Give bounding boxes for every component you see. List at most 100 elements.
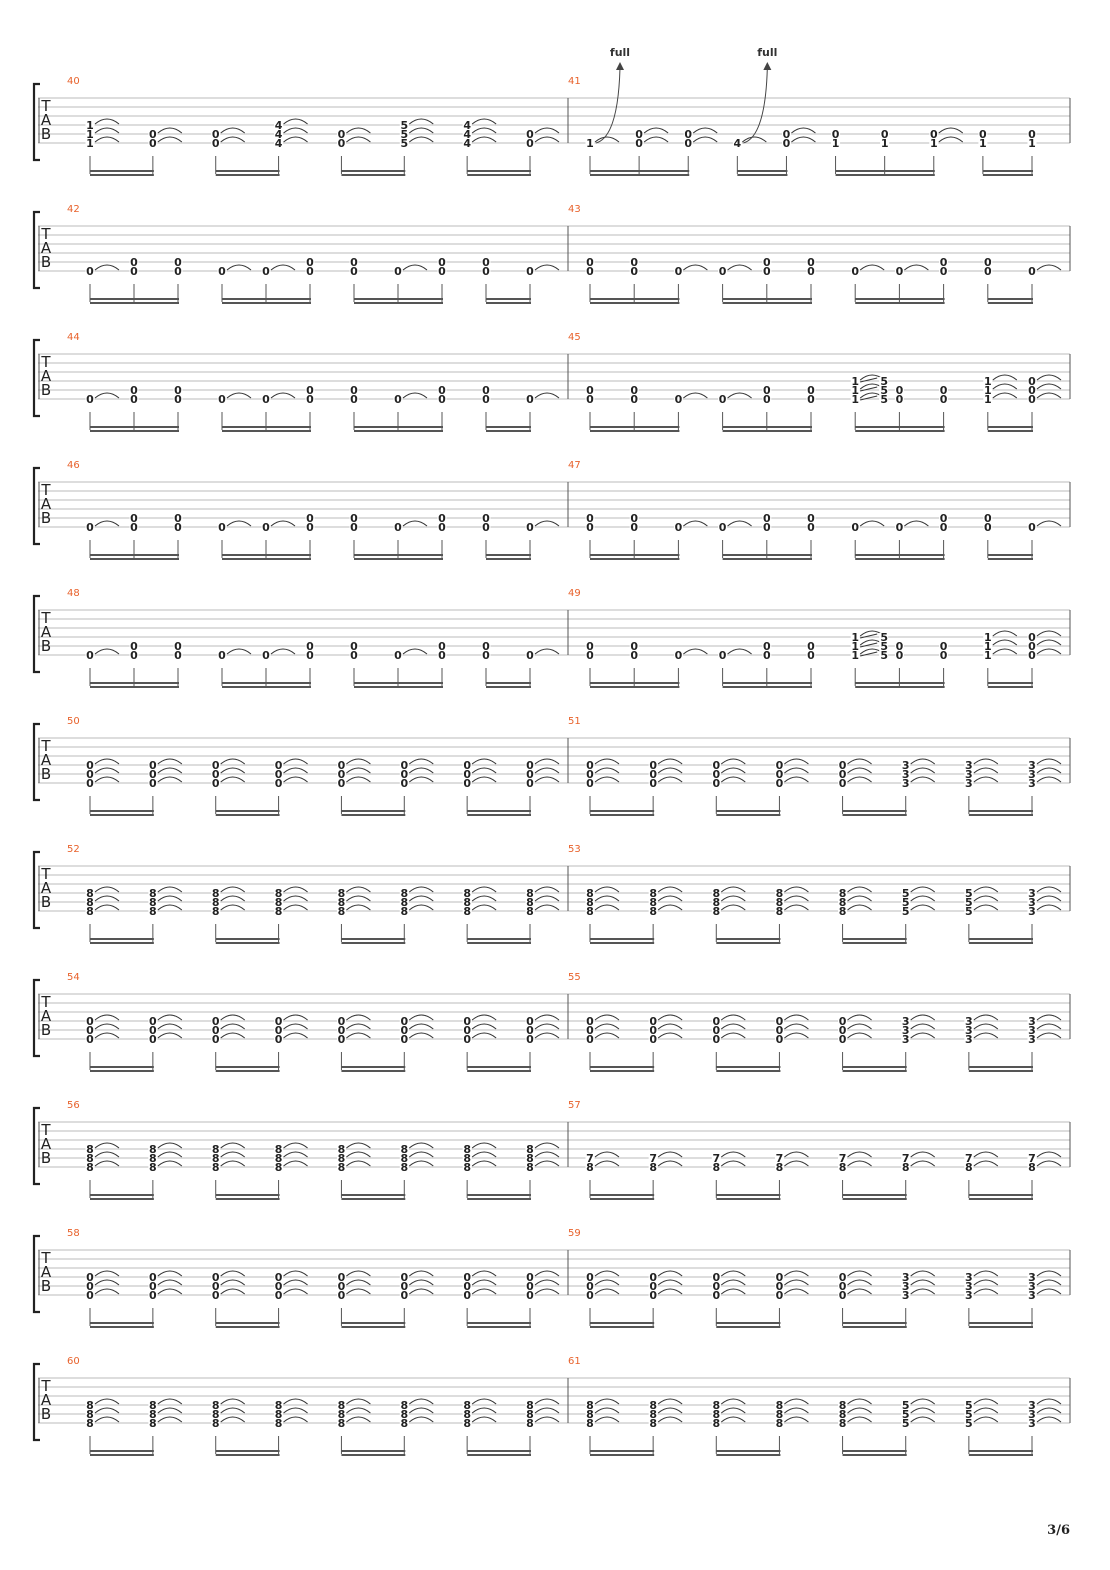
- fret-backdrop: [648, 898, 658, 907]
- fret-number: 0: [149, 768, 157, 781]
- fret-backdrop: [1027, 1419, 1037, 1428]
- fret-backdrop: [85, 1017, 95, 1026]
- beat: 888: [462, 886, 497, 942]
- beam: [968, 1198, 1033, 1200]
- beat: 333: [1027, 1270, 1062, 1326]
- beam: [716, 1198, 781, 1200]
- tie-arc: [157, 136, 183, 143]
- fret-backdrop: [879, 386, 889, 395]
- beam: [215, 1454, 280, 1456]
- fret-backdrop: [462, 779, 472, 788]
- beam: [842, 1326, 907, 1328]
- fret-number: 0: [896, 384, 904, 397]
- fret-backdrop: [585, 651, 595, 660]
- fret-number: 8: [149, 1161, 157, 1174]
- tie-arc: [471, 776, 497, 783]
- beam: [590, 1070, 655, 1072]
- beat: 888: [274, 886, 308, 942]
- beam: [486, 426, 531, 428]
- fret-backdrop: [211, 139, 221, 148]
- beam: [467, 1194, 531, 1196]
- beam: [855, 302, 945, 304]
- tie-arc: [94, 648, 120, 655]
- fret-number: 0: [438, 265, 446, 278]
- fret-number: 8: [275, 1161, 283, 1174]
- fret-backdrop: [274, 1035, 284, 1044]
- tie-arc: [683, 264, 708, 271]
- fret-number: 5: [965, 905, 973, 918]
- fret-backdrop: [525, 1145, 535, 1154]
- beam: [467, 1198, 531, 1200]
- beat: 333: [1027, 1398, 1062, 1454]
- fret-backdrop: [85, 889, 95, 898]
- beat: 78: [774, 1151, 809, 1198]
- tie-arc: [594, 1279, 620, 1286]
- fret-backdrop: [838, 907, 848, 916]
- fret-number: 8: [463, 1417, 471, 1430]
- fret-backdrop: [462, 1035, 472, 1044]
- fret-backdrop: [838, 1282, 848, 1291]
- tie-arc: [226, 648, 252, 655]
- tie-arc: [346, 1270, 371, 1277]
- beat: 00: [336, 127, 371, 174]
- fret-backdrop: [774, 1410, 784, 1419]
- fret-backdrop: [399, 1419, 409, 1428]
- beam: [716, 1322, 781, 1324]
- tie-arc: [534, 1270, 560, 1277]
- fret-backdrop: [525, 1282, 535, 1291]
- tie-arc: [594, 1023, 620, 1030]
- tie-arc: [408, 895, 434, 902]
- beat: 000: [85, 1270, 120, 1326]
- tie-arc: [408, 758, 434, 765]
- tie-arc: [471, 127, 497, 134]
- fret-number: 8: [902, 1161, 910, 1174]
- tie-arc: [226, 520, 252, 527]
- beam: [842, 810, 907, 812]
- fret-number: 0: [275, 1033, 283, 1046]
- beat: 111: [983, 374, 1018, 430]
- tie-arc: [220, 895, 246, 902]
- fret-backdrop: [585, 1163, 595, 1172]
- fret-number: 0: [212, 759, 220, 772]
- fret-number: 0: [212, 1033, 220, 1046]
- fret-backdrop: [964, 1419, 974, 1428]
- tab-clef-letter: A: [41, 751, 52, 769]
- fret-backdrop: [437, 651, 447, 660]
- beam: [987, 430, 1033, 432]
- fret-number: 5: [400, 128, 408, 141]
- fret-number: 0: [940, 256, 948, 269]
- fret-number: 0: [400, 768, 408, 781]
- beat: 00: [939, 256, 949, 302]
- beam: [341, 170, 406, 172]
- tab-clef-letter: A: [41, 239, 52, 257]
- tie-arc: [157, 1407, 183, 1414]
- beam: [467, 1066, 531, 1068]
- tie-arc: [94, 886, 120, 893]
- fret-number: 0: [851, 521, 859, 534]
- beam: [590, 430, 680, 432]
- fret-backdrop: [964, 1401, 974, 1410]
- beam: [341, 1070, 406, 1072]
- fret-backdrop: [838, 1410, 848, 1419]
- fret-number: 0: [776, 1015, 784, 1028]
- tie-arc: [938, 127, 964, 134]
- beat: 00: [585, 512, 595, 558]
- tie-arc: [471, 1014, 497, 1021]
- fret-number: 1: [86, 128, 94, 141]
- fret-backdrop: [629, 523, 639, 532]
- fret-backdrop: [711, 761, 721, 770]
- measure-number: 46: [67, 460, 80, 471]
- tie-arc: [1036, 886, 1062, 893]
- beat: 000: [148, 1014, 183, 1070]
- measure-number: 44: [67, 332, 80, 343]
- beam: [90, 810, 154, 812]
- fret-backdrop: [648, 1163, 658, 1172]
- tie-arc: [471, 904, 497, 911]
- beam: [590, 558, 680, 560]
- tie-arc: [402, 264, 428, 271]
- fret-backdrop: [939, 642, 949, 651]
- fret-number: 0: [394, 265, 402, 278]
- tie-arc: [784, 1279, 809, 1286]
- fret-number: 0: [586, 1033, 594, 1046]
